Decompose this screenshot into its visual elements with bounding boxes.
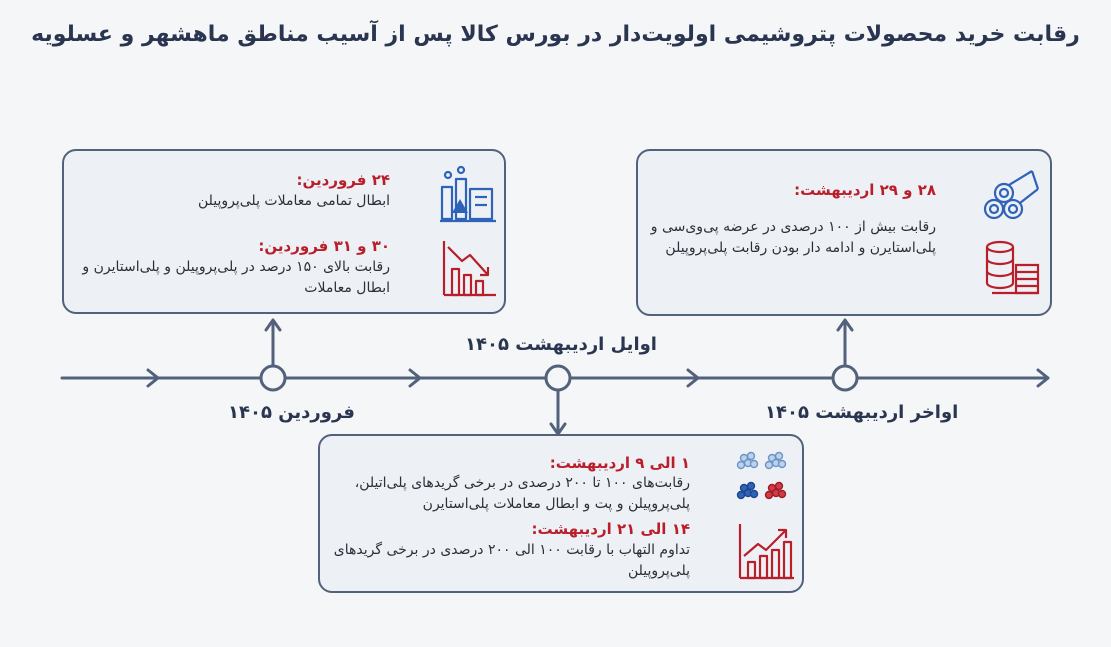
connector-arrow: [264, 318, 282, 332]
timeline-node-late: [831, 364, 859, 392]
timeline-arrow: [408, 368, 422, 388]
event-text: رقابت بیش از ۱۰۰ درصدی در عرضه پی‌وی‌سی …: [650, 219, 936, 256]
event-heading: ۲۸ و ۲۹ اردیبهشت:: [794, 181, 936, 199]
timeline-arrow: [686, 368, 700, 388]
timeline-node-early: [544, 364, 572, 392]
timeline-arrow: [146, 368, 160, 388]
granules-icon: [736, 451, 787, 500]
barrels-icon: [985, 240, 1040, 295]
page-title: رقابت خرید محصولات پتروشیمی اولویت‌دار د…: [31, 22, 1080, 47]
card-early-ordibehesht: ۱ الی ۹ اردیبهشت: رقابت‌های ۱۰۰ تا ۲۰۰ د…: [318, 434, 804, 593]
pipes-icon: [983, 170, 1040, 220]
timeline-label-late: اواخر اردیبهشت ۱۴۰۵: [765, 402, 959, 423]
decline-chart-icon: [442, 241, 496, 297]
timeline-node-farvardin: [259, 364, 287, 392]
event-heading: ۱۴ الی ۲۱ اردیبهشت:: [531, 520, 690, 538]
event-text: ابطال تمامی معاملات پلی‌پروپیلن: [197, 193, 390, 209]
event-heading: ۳۰ و ۳۱ فروردین:: [258, 237, 390, 255]
event-text: رقابت‌های ۱۰۰ تا ۲۰۰ درصدی در برخی گریده…: [354, 475, 690, 512]
growth-chart-icon: [738, 524, 794, 580]
card-farvardin: ۲۴ فروردین: ابطال تمامی معاملات پلی‌پروپ…: [62, 149, 506, 314]
event-heading: ۲۴ فروردین:: [296, 171, 390, 189]
factory-icon: [440, 165, 496, 223]
timeline-label-farvardin: فروردین ۱۴۰۵: [228, 402, 355, 423]
timeline-end-arrow: [1036, 368, 1050, 388]
card-late-ordibehesht: ۲۸ و ۲۹ اردیبهشت: رقابت بیش از ۱۰۰ درصدی…: [636, 149, 1052, 316]
event-text: رقابت بالای ۱۵۰ درصد در پلی‌پروپیلن و پل…: [82, 259, 390, 296]
event-text: تداوم التهاب با رقابت ۱۰۰ الی ۲۰۰ درصدی …: [333, 542, 690, 579]
connector-arrow: [836, 318, 854, 332]
event-heading: ۱ الی ۹ اردیبهشت:: [549, 454, 690, 472]
timeline-label-early: اوایل اردیبهشت ۱۴۰۵: [465, 334, 657, 355]
